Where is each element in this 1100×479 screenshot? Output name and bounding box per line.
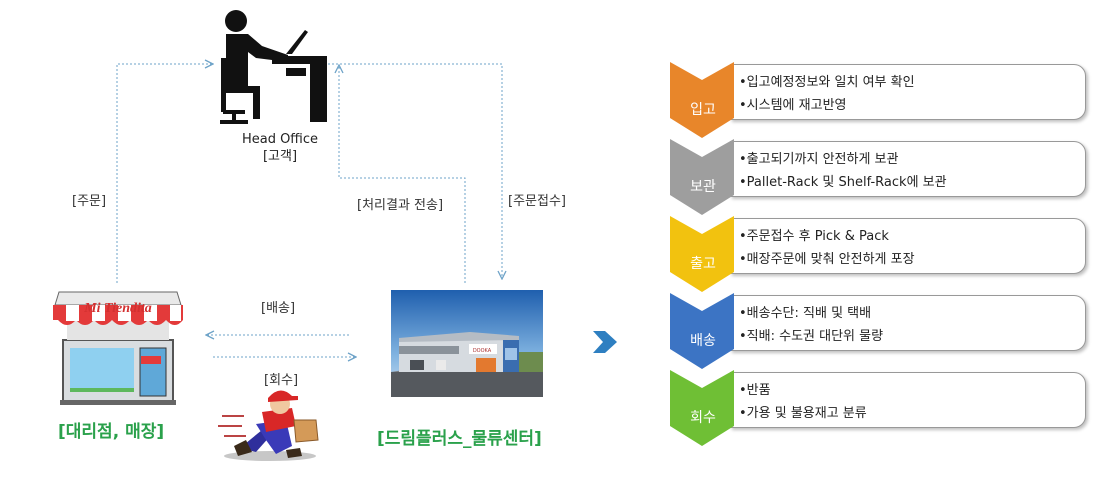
chevron-label-storage: 보관 [690,179,716,195]
step-box-delivery: 배송수단: 직배 및 택배 직배: 수도권 대단위 물량 [730,295,1086,351]
step-line: 입고예정정보와 일치 여부 확인 [739,71,1085,94]
step-box-return: 반품 가용 및 불용재고 분류 [730,372,1086,428]
receive-line [320,63,502,278]
store-title: [대리점, 매장] [58,422,165,442]
step-line: 직배: 수도권 대단위 물량 [739,325,1085,348]
result-line [339,66,466,283]
chevron-label-inbound: 입고 [690,102,716,118]
chevron-label-delivery: 배송 [690,333,716,349]
step-line: 시스템에 재고반영 [739,94,1085,117]
step-line: 주문접수 후 Pick & Pack [739,225,1085,248]
chevron-label-return: 회수 [690,410,716,426]
warehouse-building-image [391,290,543,397]
office-worker-icon [220,10,327,124]
chevron-label-outbound: 출고 [690,256,716,272]
step-line: 출고되기까지 안전하게 보관 [739,148,1085,171]
head-office-label: Head Office [고객] [225,131,335,165]
step-line: 배송수단: 직배 및 택배 [739,302,1085,325]
step-box-inbound: 입고예정정보와 일치 여부 확인 시스템에 재고반영 [730,64,1086,120]
step-line: 가용 및 불용재고 분류 [739,402,1085,425]
order-line [116,64,212,283]
chevron-outbound [670,216,734,292]
step-line: 반품 [739,379,1085,402]
chevron-storage [670,139,734,215]
right-chevron-icon [593,331,617,353]
head-office-sub: [고객] [262,149,298,164]
step-box-outbound: 주문접수 후 Pick & Pack 매장주문에 맞춰 안전하게 포장 [730,218,1086,274]
center-title: [드림플러스_물류센터] [377,429,542,449]
receive-label: [주문접수] [508,194,566,209]
step-line: 매장주문에 맞춰 안전하게 포장 [739,248,1085,271]
chevron-return [670,370,734,446]
chevron-delivery [670,293,734,369]
store-sign-text: Mi Tiendita [83,301,152,316]
step-line: Pallet-Rack 및 Shelf-Rack에 보관 [739,171,1085,194]
head-office-name: Head Office [241,132,319,147]
delivery-label: [배송] [261,301,296,316]
building-sign-text: DOOKA [473,348,492,354]
store-icon [53,291,183,405]
return-label: [회수] [264,373,299,388]
step-chevrons [670,62,734,446]
chevron-inbound [670,62,734,138]
connector-lines [116,63,502,357]
logistics-flow-diagram: Mi Tiendita DOOKA [53,10,617,461]
result-label: [처리결과 전송] [357,198,444,213]
step-box-storage: 출고되기까지 안전하게 보관 Pallet-Rack 및 Shelf-Rack에… [730,141,1086,197]
courier-icon [218,390,319,461]
order-label: [주문] [72,194,107,209]
